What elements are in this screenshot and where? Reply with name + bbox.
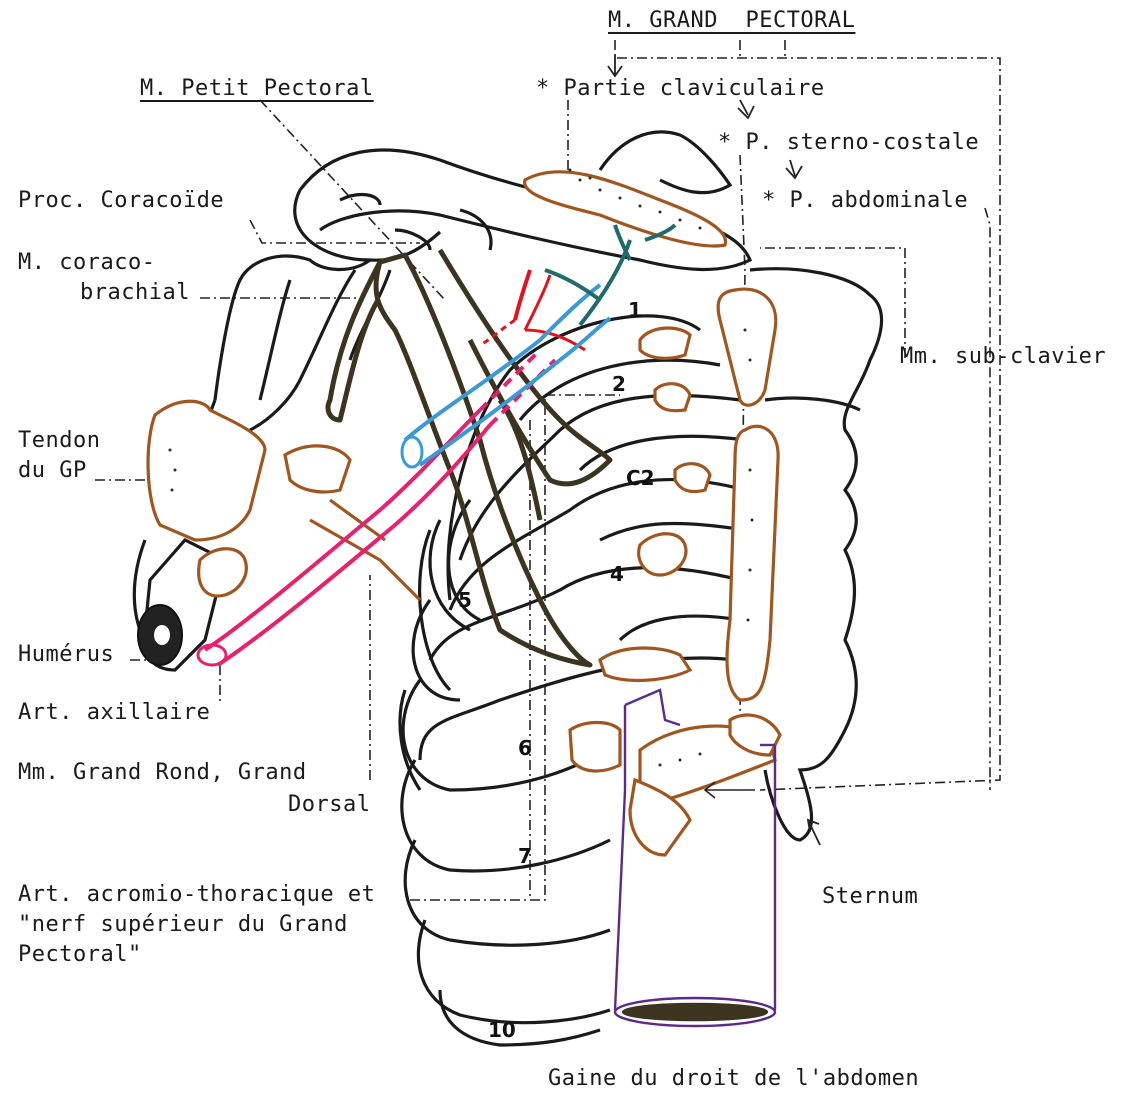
label-petit-pectoral: M. Petit Pectoral	[140, 74, 374, 104]
rib-number-1: 1	[628, 298, 642, 322]
label-sterno-costale: * P. sterno-costale	[718, 128, 979, 158]
rib-number-5: 5	[458, 588, 472, 612]
rib-number-4: 4	[610, 562, 624, 586]
rib-number-6: 6	[518, 736, 532, 760]
leader-abdominale	[985, 208, 990, 790]
label-partie-claviculaire: * Partie claviculaire	[536, 74, 825, 104]
rib-number-10: 10	[488, 1018, 516, 1042]
label-grand-rond-line2: Dorsal	[288, 790, 370, 820]
label-humerus: Humérus	[18, 640, 114, 670]
rib-number-7: 7	[518, 844, 532, 868]
rib-number-c2: C2	[626, 466, 655, 490]
label-acromio-line2: "nerf supérieur du Grand	[18, 910, 348, 940]
label-grand-pectoral: M. GRAND PECTORAL	[608, 6, 855, 36]
label-tendon-line2: du GP	[18, 456, 87, 486]
leader-petit-pectoral	[260, 100, 445, 300]
leader-acromio	[410, 395, 620, 900]
sheath-arrow	[705, 782, 755, 798]
label-sternum: Sternum	[822, 882, 918, 912]
label-acromio-line1: Art. acromio-thoracique et	[18, 880, 375, 910]
clavicle	[300, 132, 750, 270]
leader-subclavier	[760, 248, 905, 358]
label-coraco-line2: brachial	[80, 278, 190, 308]
label-coraco-line1: M. coraco-	[18, 248, 155, 278]
nerve-branches	[545, 225, 675, 325]
label-grand-rond-line1: Mm. Grand Rond, Grand	[18, 758, 307, 788]
rib-cage	[400, 316, 745, 1045]
label-acromio-line3: Pectoral"	[18, 940, 142, 970]
label-abdominale: * P. abdominale	[762, 186, 968, 216]
label-axillaire: Art. axillaire	[18, 698, 210, 728]
label-tendon-line1: Tendon	[18, 426, 100, 456]
label-gaine: Gaine du droit de l'abdomen	[548, 1064, 919, 1094]
label-sub-clavier: Mm. sub-clavier	[900, 342, 1106, 372]
rib-number-2: 2	[612, 372, 626, 396]
leader-coracoide	[250, 220, 420, 243]
label-coracoide: Proc. Coracoïde	[18, 186, 224, 216]
